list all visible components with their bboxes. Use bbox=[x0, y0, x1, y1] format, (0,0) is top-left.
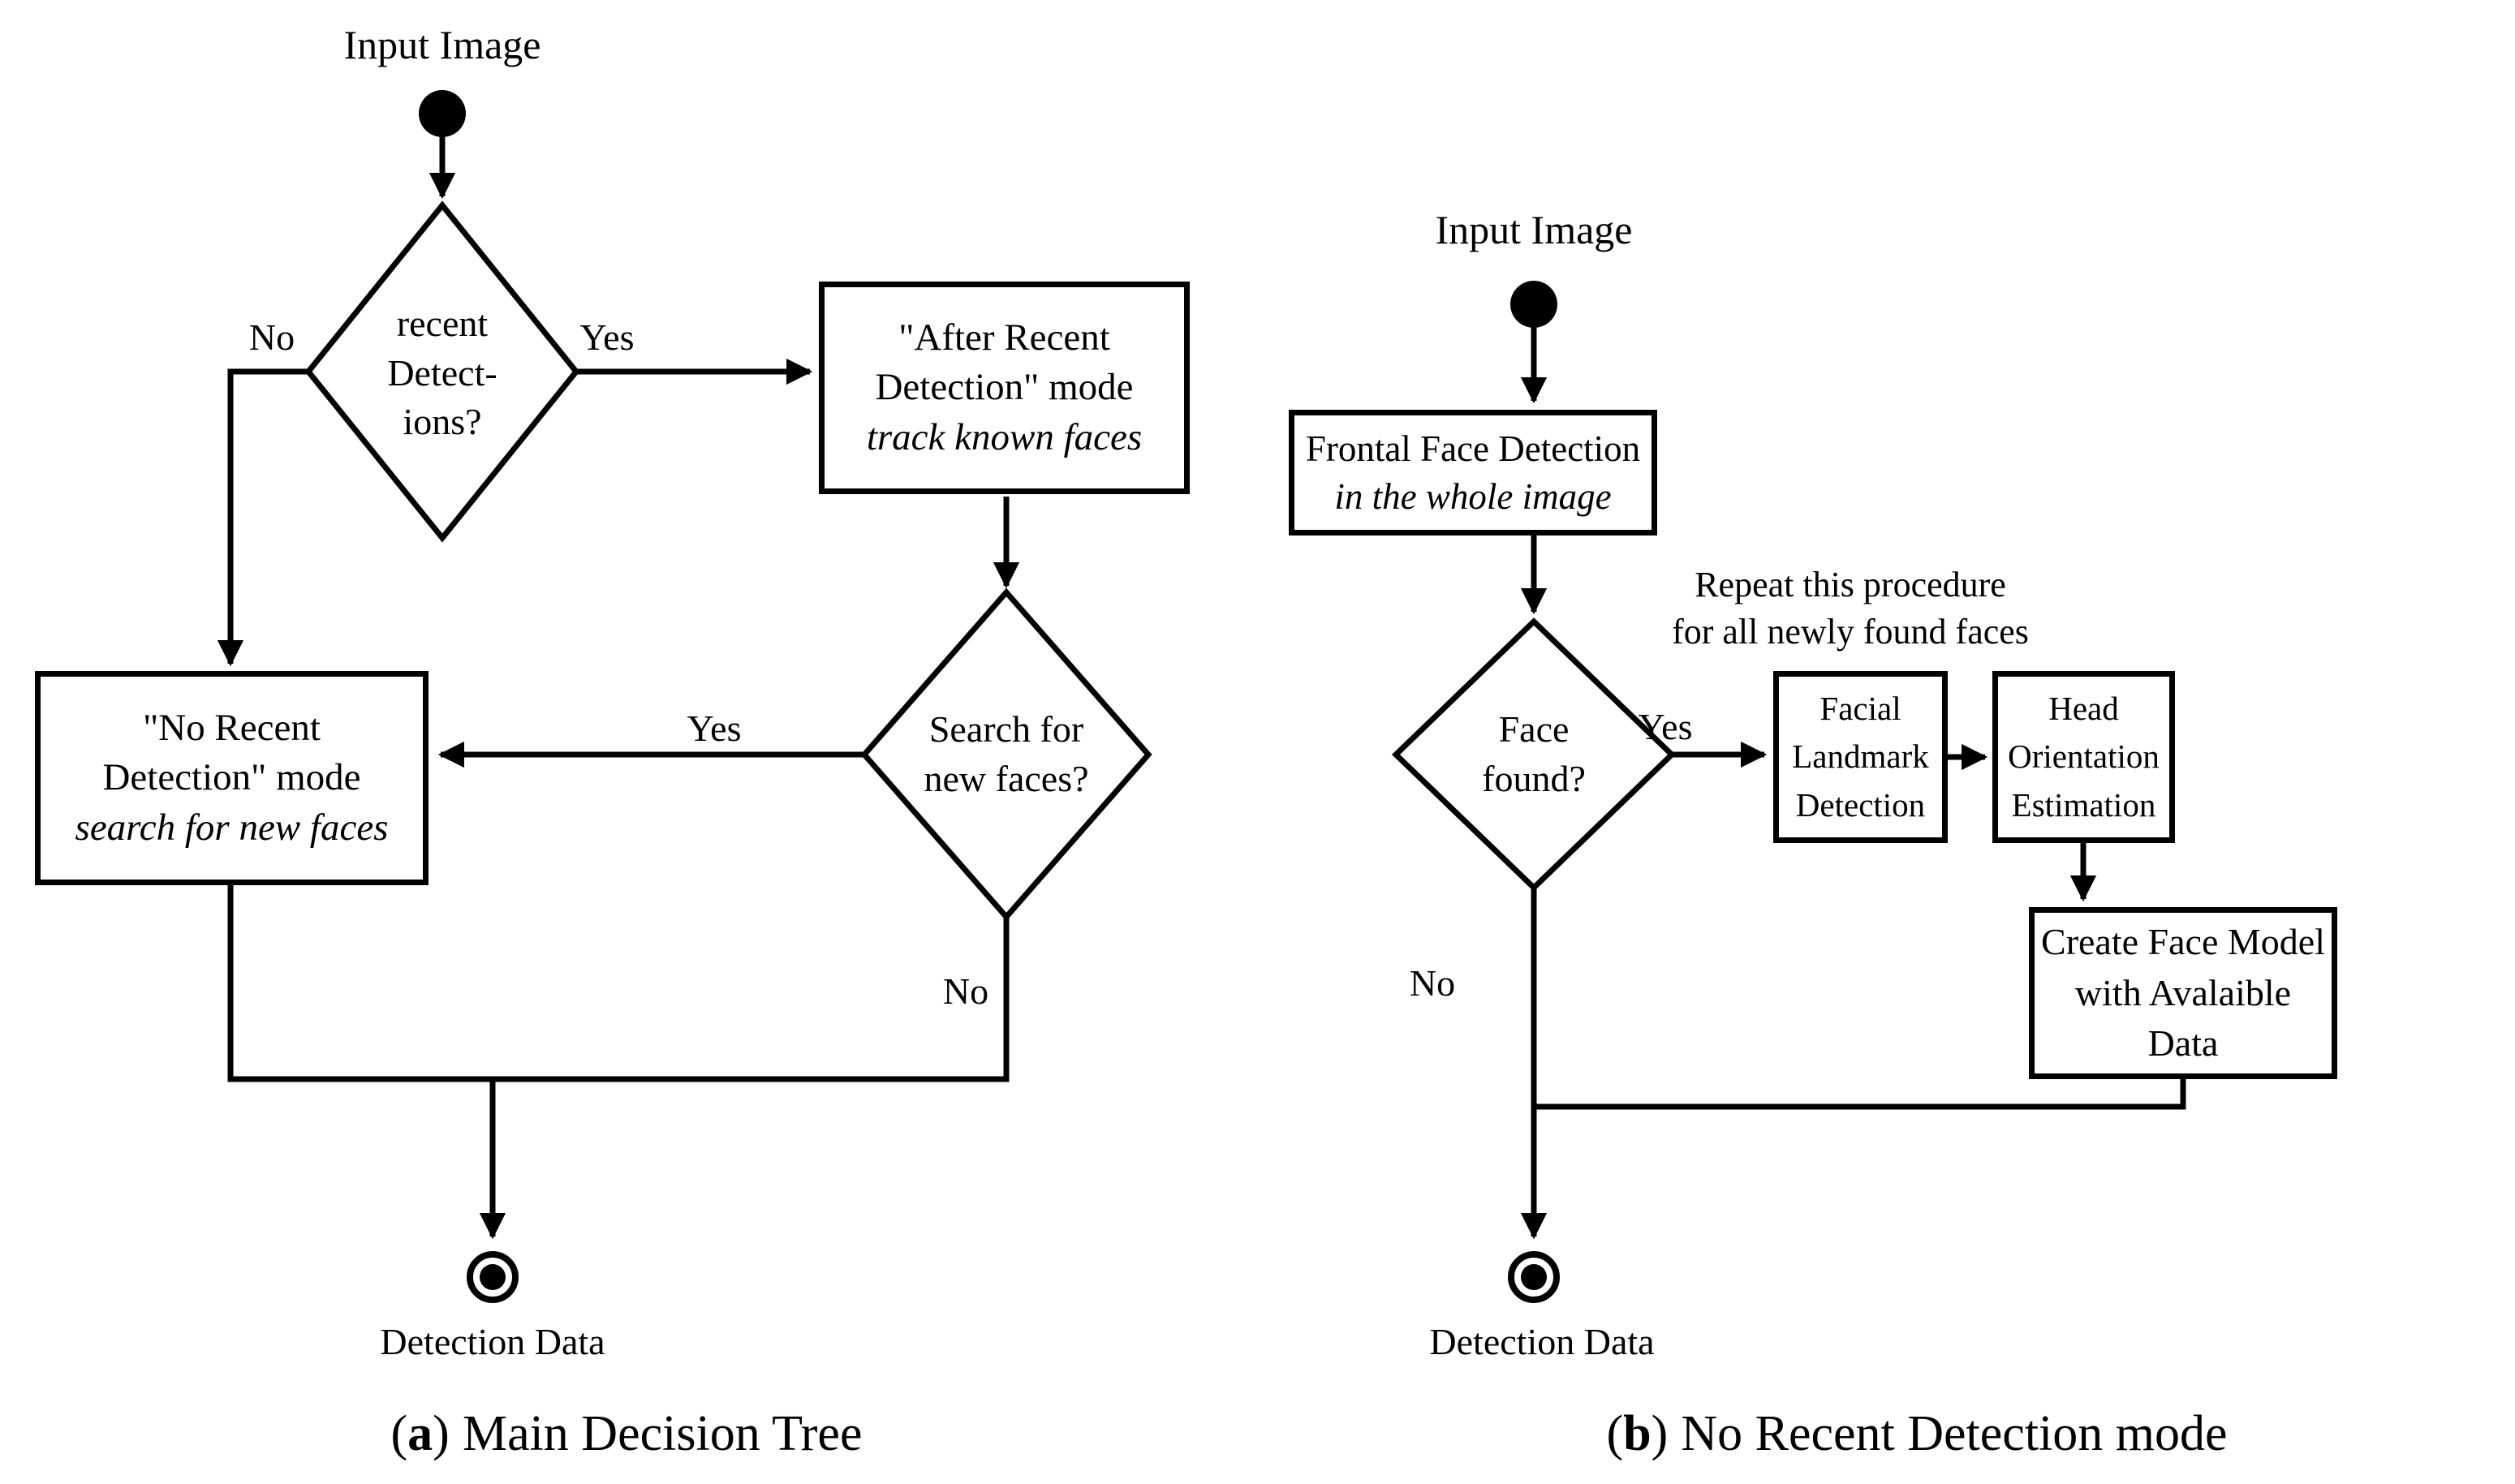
end-node-dot-b bbox=[1521, 1264, 1547, 1290]
caption-b: (b)No Recent Detection mode bbox=[1606, 1406, 2228, 1461]
edge-no-to-no-recent-box bbox=[217, 368, 308, 667]
start-node-b bbox=[1510, 281, 1557, 328]
frontal-face-detection-box: Frontal Face Detection in the whole imag… bbox=[1289, 410, 1657, 536]
create-face-model-box: Create Face Model with Avalaible Data bbox=[2029, 907, 2337, 1079]
start-node-a bbox=[419, 90, 466, 137]
no-recent-detection-box: "No Recent Detection" mode search for ne… bbox=[35, 671, 428, 885]
end-node-ring-b bbox=[1508, 1251, 1560, 1303]
decision-search-new-faces-diamond bbox=[860, 587, 1152, 922]
facial-landmark-detection-box: Facial Landmark Detection bbox=[1773, 671, 1948, 843]
decision-recent-detections-diamond bbox=[304, 200, 580, 543]
end-node-dot-a bbox=[480, 1264, 506, 1290]
head-orientation-estimation-box: Head Orientation Estimation bbox=[1992, 671, 2175, 843]
merge-junction-a bbox=[227, 885, 1010, 1082]
after-recent-detection-box: "After Recent Detection" mode track know… bbox=[819, 282, 1190, 494]
end-node-ring-a bbox=[467, 1251, 519, 1303]
merge-junction-b bbox=[1534, 1079, 2186, 1110]
decision-face-found-diamond bbox=[1391, 617, 1677, 892]
caption-a: (a)Main Decision Tree bbox=[390, 1406, 863, 1461]
